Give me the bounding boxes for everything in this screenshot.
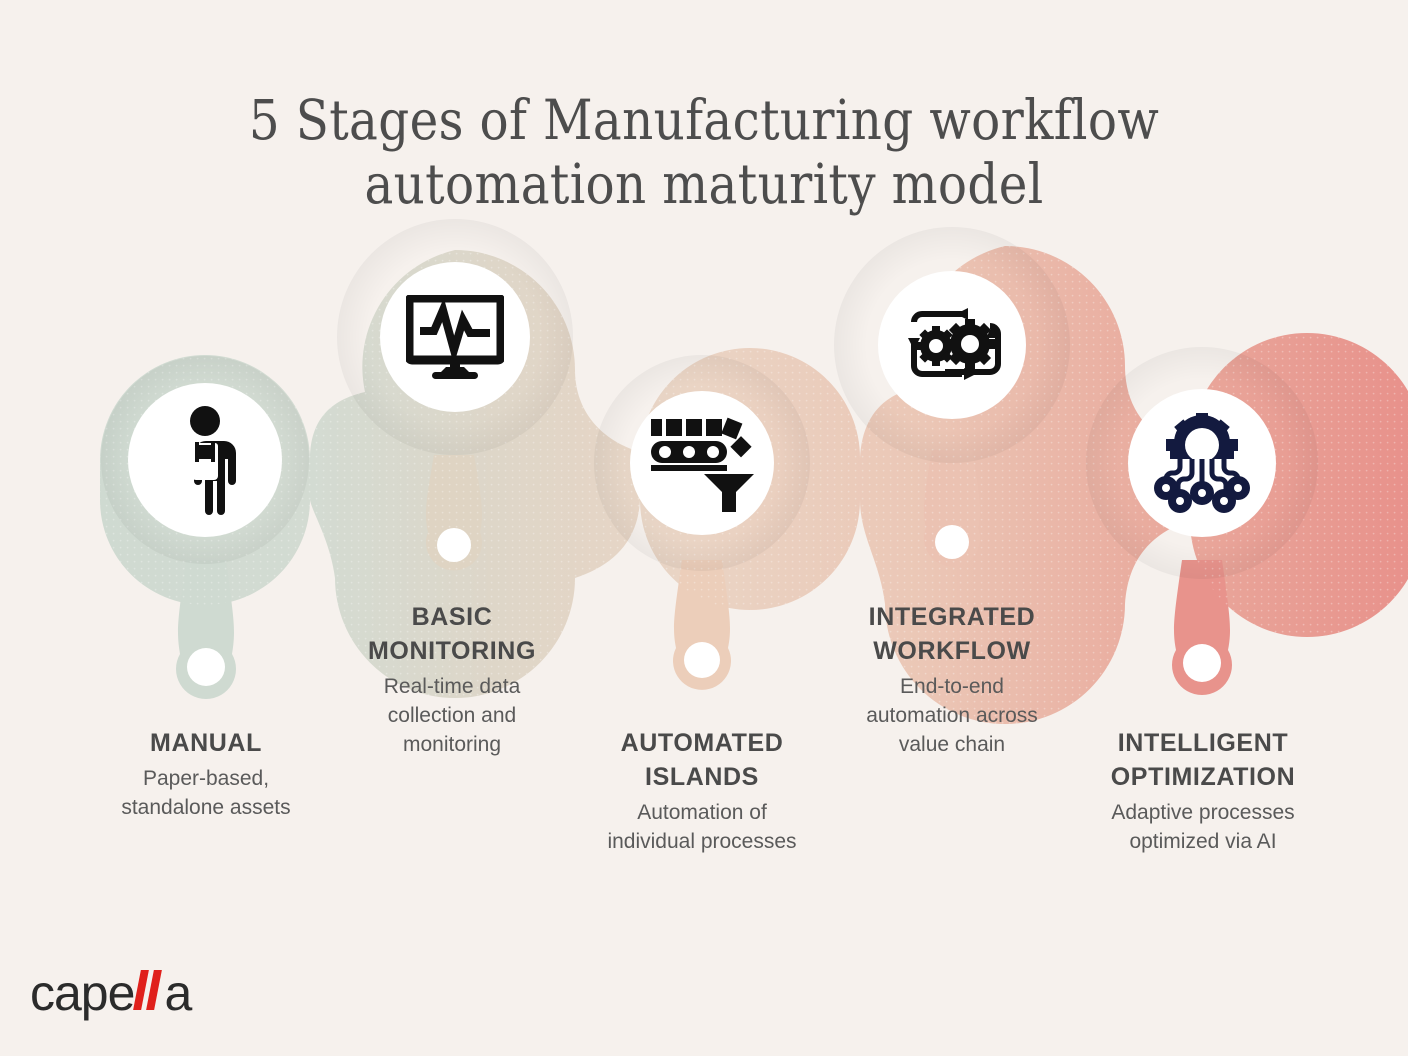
desc-line: monitoring	[402, 733, 502, 756]
desc-line: value chain	[898, 733, 1006, 756]
stage-title-line: WORKFLOW	[873, 637, 1031, 665]
stage-title-manual: MANUAL	[66, 726, 346, 760]
stage-title-basic-monitoring: BASIC MONITORING	[312, 600, 592, 668]
stage-title-line: INTEGRATED	[868, 603, 1036, 631]
stage-title-line: AUTOMATED	[620, 729, 784, 757]
stage-title-line: MANUAL	[150, 729, 262, 757]
stage-title-automated-islands: AUTOMATED ISLANDS	[562, 726, 842, 794]
desc-line: Automation of	[637, 801, 767, 824]
desc-line: standalone assets	[121, 796, 291, 819]
stage-desc-integrated-workflow: End-to-end automation across value chain	[812, 672, 1092, 759]
stage-desc-automated-islands: Automation of individual processes	[562, 798, 842, 856]
desc-line: Adaptive processes	[1111, 801, 1295, 824]
stage-label-integrated-workflow: INTEGRATED WORKFLOW End-to-end automatio…	[812, 600, 1092, 759]
desc-line: individual processes	[607, 830, 797, 853]
logo-double-l-accent	[133, 970, 164, 1010]
desc-line: automation across	[866, 704, 1038, 727]
logo-text-part1: cape	[30, 965, 135, 1021]
stage-label-intelligent-optimization: INTELLIGENT OPTIMIZATION Adaptive proces…	[1058, 726, 1348, 856]
stage-node-automated-islands[interactable]	[630, 391, 774, 535]
stage-label-basic-monitoring: BASIC MONITORING Real-time data collecti…	[312, 600, 592, 759]
desc-line: End-to-end	[900, 675, 1004, 698]
capella-logo[interactable]: cape a	[30, 965, 192, 1021]
stage-label-automated-islands: AUTOMATED ISLANDS Automation of individu…	[562, 726, 842, 856]
stage-desc-basic-monitoring: Real-time data collection and monitoring	[312, 672, 592, 759]
stage-title-line: OPTIMIZATION	[1110, 763, 1296, 791]
ai-gear-circuit-icon	[1154, 413, 1250, 513]
desc-line: Real-time data	[383, 675, 521, 698]
stage-title-line: MONITORING	[367, 637, 537, 665]
stage-title-integrated-workflow: INTEGRATED WORKFLOW	[812, 600, 1092, 668]
stage-node-manual[interactable]	[128, 383, 282, 537]
stage-node-integrated-workflow[interactable]	[878, 271, 1026, 419]
stage-title-line: INTELLIGENT	[1117, 729, 1289, 757]
stage-desc-intelligent-optimization: Adaptive processes optimized via AI	[1058, 798, 1348, 856]
gears-cycle-icon	[908, 308, 1001, 380]
stage-node-basic-monitoring[interactable]	[380, 262, 530, 412]
stage-title-line: BASIC	[411, 603, 493, 631]
stage-node-intelligent-optimization[interactable]	[1128, 389, 1276, 537]
desc-line: optimized via AI	[1129, 830, 1277, 853]
worker-person-icon	[186, 406, 236, 515]
stage-label-manual: MANUAL Paper-based, standalone assets	[66, 726, 346, 822]
stage-title-intelligent-optimization: INTELLIGENT OPTIMIZATION	[1058, 726, 1348, 794]
desc-line: collection and	[387, 704, 517, 727]
stage-title-line: ISLANDS	[645, 763, 759, 791]
stage-desc-manual: Paper-based, standalone assets	[66, 764, 346, 822]
desc-line: Paper-based,	[142, 767, 270, 790]
logo-text-part2: a	[164, 965, 192, 1021]
monitor-pulse-icon	[406, 295, 504, 379]
conveyor-funnel-icon	[651, 417, 754, 512]
